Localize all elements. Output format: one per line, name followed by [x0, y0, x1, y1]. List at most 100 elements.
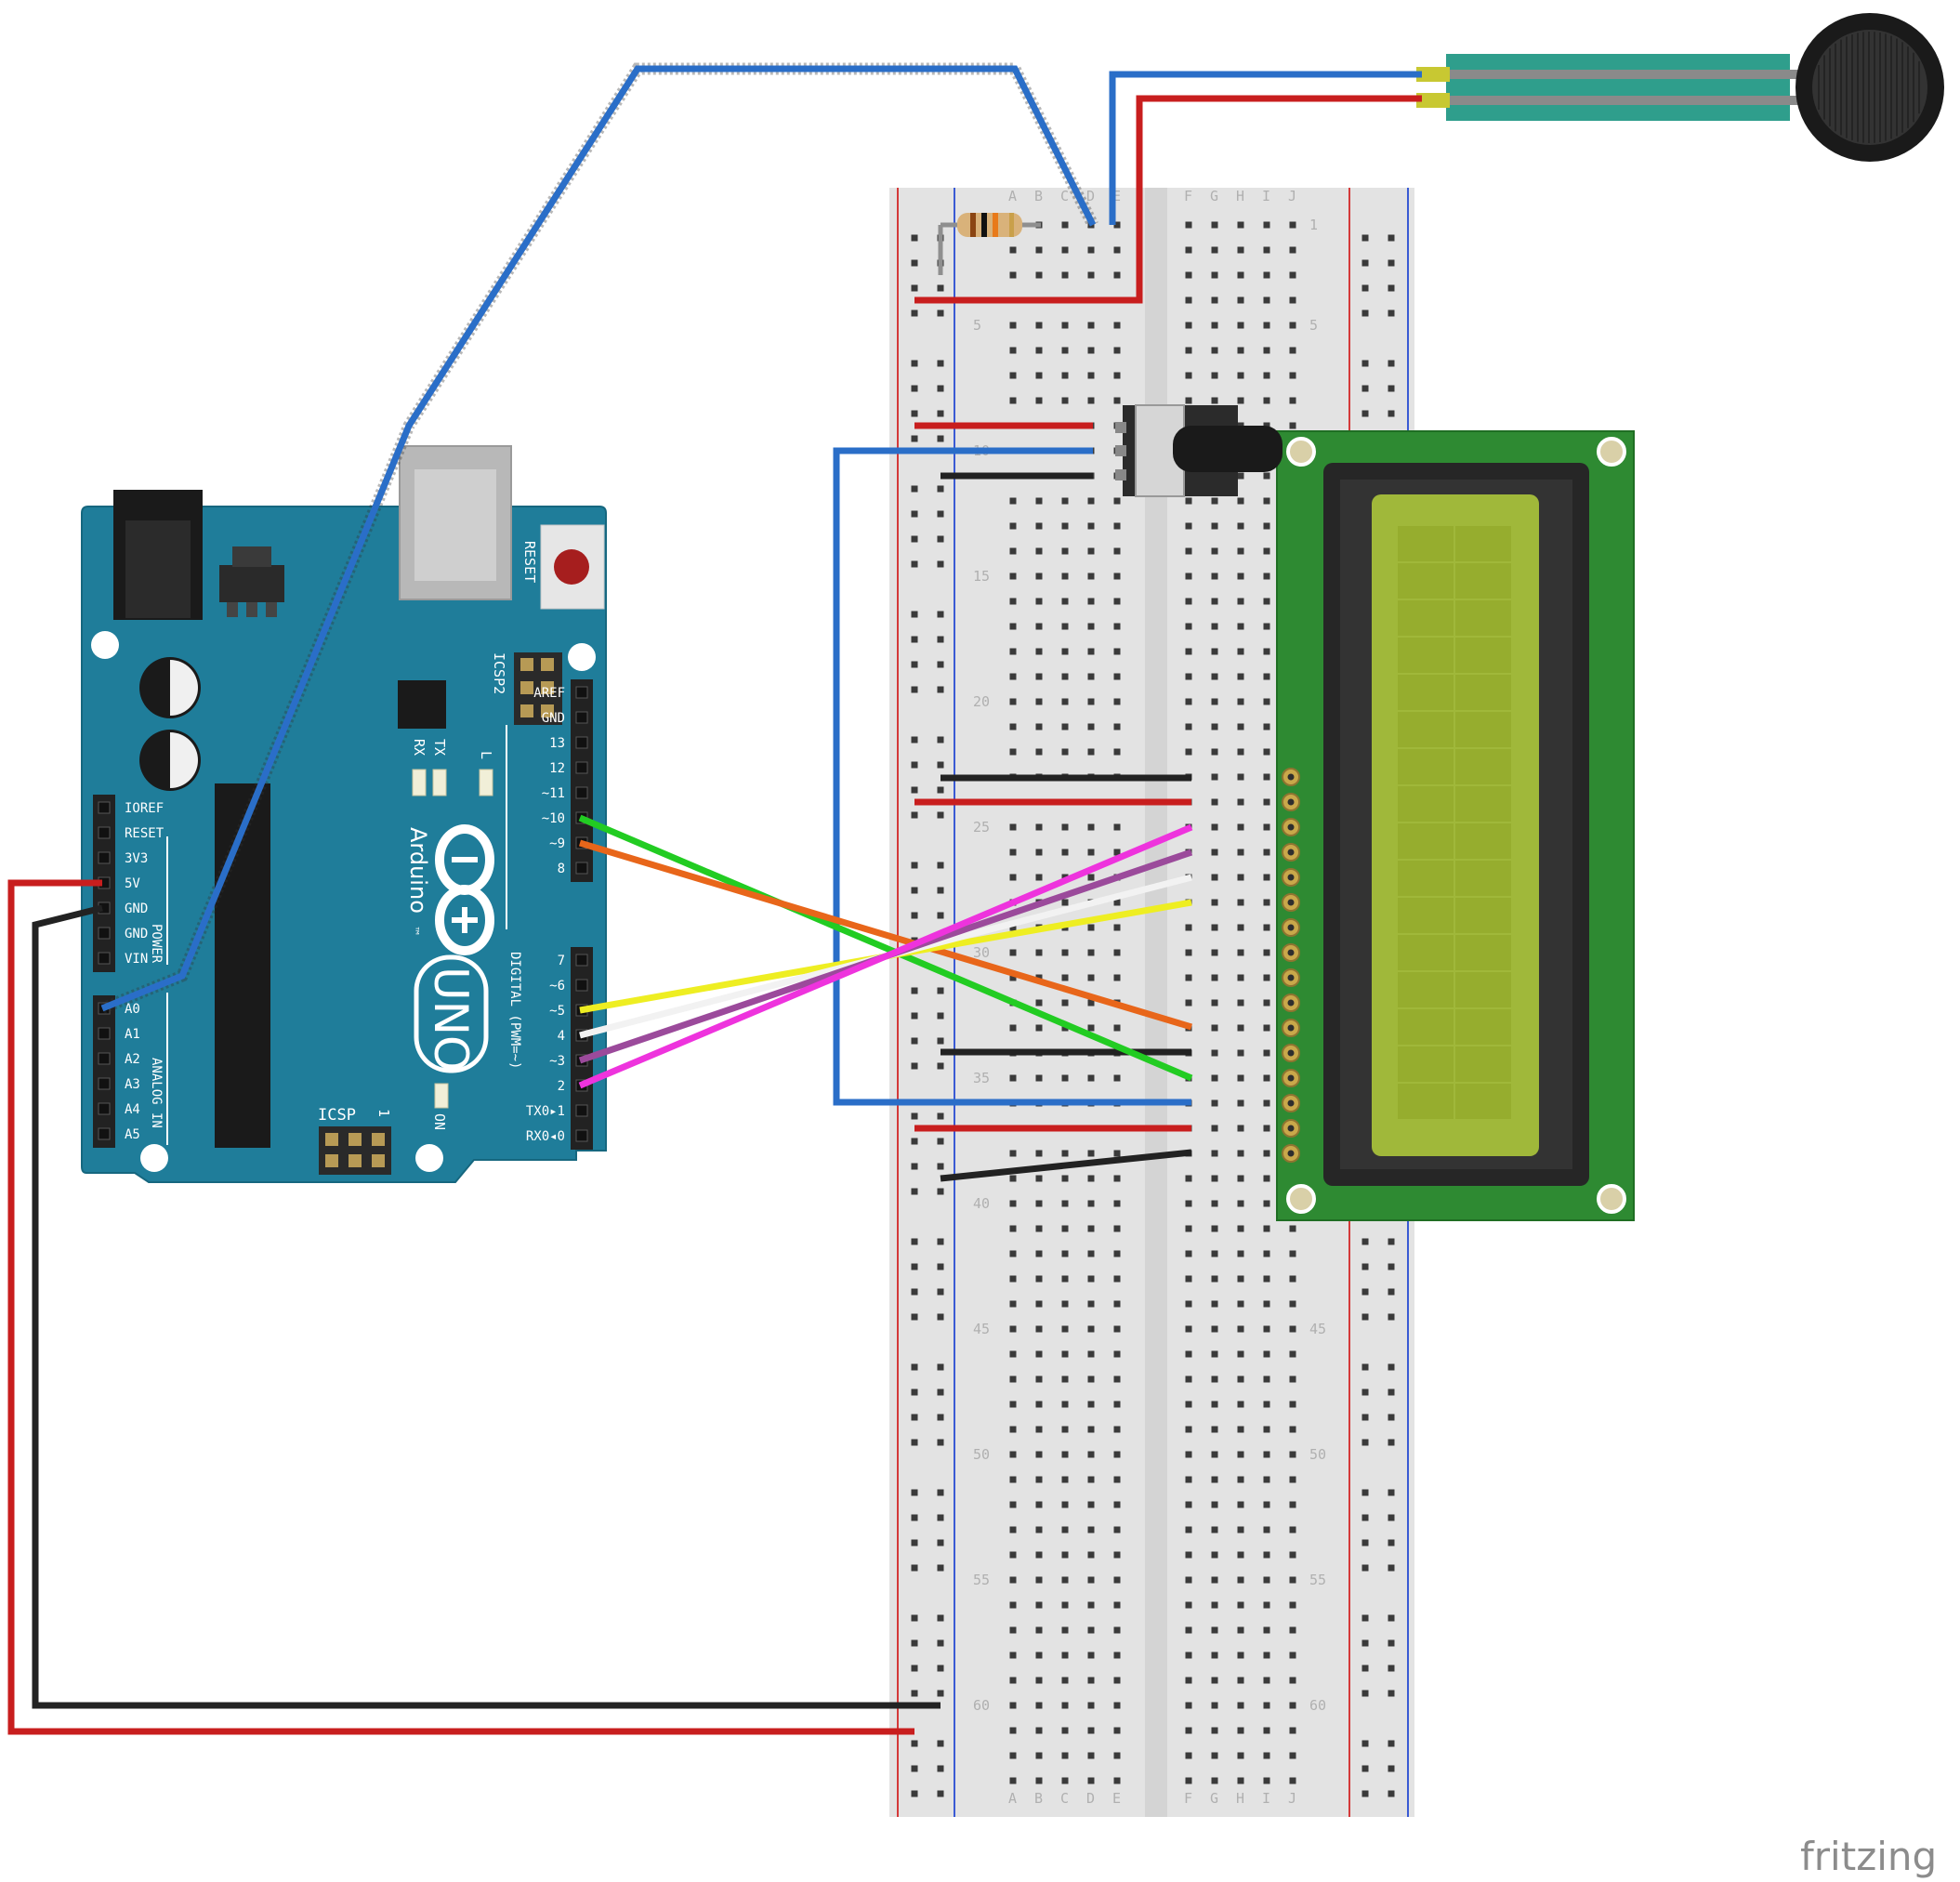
breadboard-hole[interactable] — [1211, 1225, 1218, 1232]
breadboard-hole[interactable] — [1061, 748, 1069, 756]
breadboard-hole[interactable] — [1113, 823, 1121, 831]
power-rail-hole[interactable] — [937, 636, 944, 643]
breadboard-hole[interactable] — [1237, 1325, 1244, 1333]
breadboard-hole[interactable] — [1035, 1375, 1043, 1383]
breadboard-hole[interactable] — [1211, 1275, 1218, 1283]
breadboard-hole[interactable] — [1211, 1526, 1218, 1533]
breadboard-hole[interactable] — [1263, 1200, 1270, 1207]
breadboard-hole[interactable] — [1035, 949, 1043, 956]
power-rail-hole[interactable] — [937, 485, 944, 493]
breadboard-hole[interactable] — [1035, 1426, 1043, 1433]
breadboard-hole[interactable] — [1035, 1501, 1043, 1508]
breadboard-hole[interactable] — [1087, 1576, 1095, 1584]
breadboard-hole[interactable] — [1113, 372, 1121, 379]
power-rail-hole[interactable] — [937, 1564, 944, 1572]
power-rail-hole[interactable] — [911, 1740, 918, 1747]
breadboard-hole[interactable] — [1185, 246, 1192, 254]
breadboard-hole[interactable] — [1035, 1150, 1043, 1157]
power-rail-hole[interactable] — [1388, 1439, 1395, 1446]
breadboard-hole[interactable] — [1087, 1375, 1095, 1383]
breadboard-hole[interactable] — [1009, 1576, 1017, 1584]
breadboard-hole[interactable] — [1087, 698, 1095, 705]
power-rail-hole[interactable] — [937, 761, 944, 769]
breadboard-hole[interactable] — [1035, 1576, 1043, 1584]
power-rail-hole[interactable] — [937, 1313, 944, 1321]
breadboard-hole[interactable] — [1211, 899, 1218, 906]
breadboard-hole[interactable] — [1113, 899, 1121, 906]
breadboard-hole[interactable] — [1211, 1250, 1218, 1257]
breadboard-hole[interactable] — [1237, 1777, 1244, 1784]
power-rail-hole[interactable] — [937, 1062, 944, 1070]
breadboard-hole[interactable] — [1263, 1576, 1270, 1584]
breadboard-hole[interactable] — [1009, 497, 1017, 505]
power-rail-hole[interactable] — [911, 661, 918, 668]
breadboard-hole[interactable] — [1185, 1652, 1192, 1659]
breadboard-hole[interactable] — [1211, 322, 1218, 329]
breadboard-hole[interactable] — [1113, 623, 1121, 630]
breadboard-hole[interactable] — [1185, 673, 1192, 680]
header-pin[interactable] — [575, 862, 588, 875]
breadboard-hole[interactable] — [1263, 1501, 1270, 1508]
breadboard-hole[interactable] — [1113, 547, 1121, 555]
breadboard-hole[interactable] — [1289, 1375, 1296, 1383]
breadboard-hole[interactable] — [1087, 1150, 1095, 1157]
breadboard-hole[interactable] — [1009, 698, 1017, 705]
breadboard-hole[interactable] — [1263, 271, 1270, 279]
power-rail-hole[interactable] — [1361, 1263, 1369, 1270]
breadboard-hole[interactable] — [1087, 347, 1095, 354]
breadboard-hole[interactable] — [1237, 924, 1244, 931]
breadboard-hole[interactable] — [1263, 1024, 1270, 1032]
power-rail-hole[interactable] — [1388, 1639, 1395, 1647]
breadboard-hole[interactable] — [1087, 1401, 1095, 1408]
power-rail-hole[interactable] — [1361, 309, 1369, 317]
breadboard-hole[interactable] — [1009, 1175, 1017, 1182]
breadboard-hole[interactable] — [1263, 899, 1270, 906]
breadboard-hole[interactable] — [1185, 1702, 1192, 1709]
breadboard-hole[interactable] — [1185, 1375, 1192, 1383]
power-rail-hole[interactable] — [911, 1288, 918, 1296]
breadboard-hole[interactable] — [1237, 1526, 1244, 1533]
breadboard-hole[interactable] — [1237, 1024, 1244, 1032]
power-rail-hole[interactable] — [1388, 1313, 1395, 1321]
breadboard-hole[interactable] — [1061, 1074, 1069, 1082]
breadboard-hole[interactable] — [1211, 1074, 1218, 1082]
breadboard-hole[interactable] — [1035, 1476, 1043, 1483]
power-rail-hole[interactable] — [911, 1539, 918, 1546]
breadboard-hole[interactable] — [1263, 397, 1270, 404]
breadboard-hole[interactable] — [1263, 1099, 1270, 1107]
breadboard-hole[interactable] — [1185, 1551, 1192, 1559]
breadboard-hole[interactable] — [1035, 748, 1043, 756]
breadboard-hole[interactable] — [1009, 874, 1017, 881]
breadboard-hole[interactable] — [1211, 723, 1218, 730]
breadboard-hole[interactable] — [1263, 1551, 1270, 1559]
breadboard-hole[interactable] — [1113, 1074, 1121, 1082]
breadboard-hole[interactable] — [1289, 221, 1296, 229]
breadboard-hole[interactable] — [1289, 1476, 1296, 1483]
breadboard-hole[interactable] — [1237, 823, 1244, 831]
breadboard-hole[interactable] — [1185, 1325, 1192, 1333]
breadboard-hole[interactable] — [1211, 949, 1218, 956]
power-rail-hole[interactable] — [937, 1790, 944, 1797]
breadboard-hole[interactable] — [1185, 1451, 1192, 1458]
breadboard-hole[interactable] — [1263, 221, 1270, 229]
breadboard-hole[interactable] — [1009, 1250, 1017, 1257]
breadboard-hole[interactable] — [1061, 1526, 1069, 1533]
breadboard-hole[interactable] — [1237, 1752, 1244, 1759]
breadboard-hole[interactable] — [1237, 1702, 1244, 1709]
breadboard-hole[interactable] — [1211, 221, 1218, 229]
power-rail-hole[interactable] — [1388, 1790, 1395, 1797]
power-rail-hole[interactable] — [911, 1489, 918, 1496]
power-rail-hole[interactable] — [1388, 1414, 1395, 1421]
breadboard-hole[interactable] — [1113, 246, 1121, 254]
breadboard-hole[interactable] — [1237, 798, 1244, 806]
breadboard-hole[interactable] — [1009, 347, 1017, 354]
breadboard-hole[interactable] — [1087, 572, 1095, 580]
breadboard-hole[interactable] — [1113, 1250, 1121, 1257]
breadboard-hole[interactable] — [1113, 974, 1121, 981]
breadboard-hole[interactable] — [1263, 246, 1270, 254]
power-rail-hole[interactable] — [1361, 1614, 1369, 1622]
breadboard-hole[interactable] — [1087, 924, 1095, 931]
power-rail-hole[interactable] — [1361, 1665, 1369, 1672]
breadboard-hole[interactable] — [1211, 1150, 1218, 1157]
breadboard-hole[interactable] — [1289, 1451, 1296, 1458]
